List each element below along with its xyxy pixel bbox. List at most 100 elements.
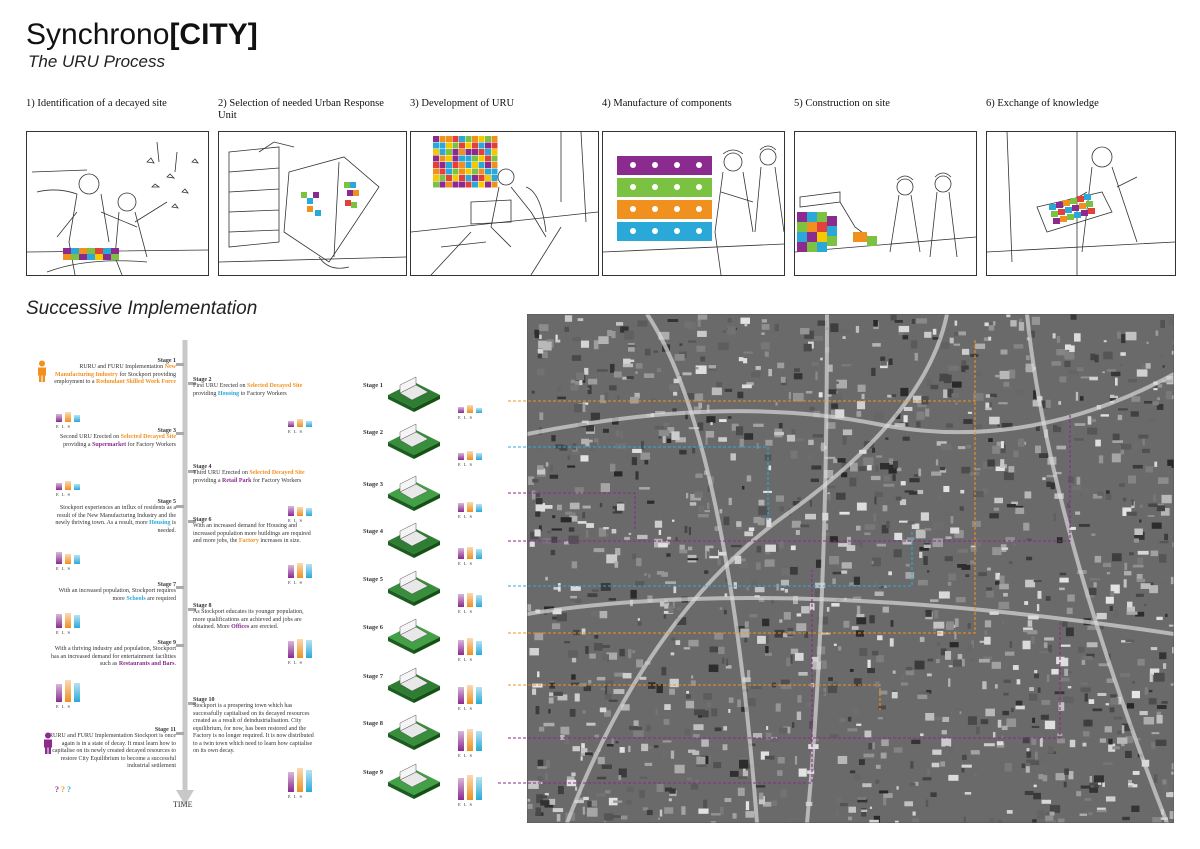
- map-block: [690, 783, 699, 790]
- map-block: [850, 462, 858, 472]
- map-block: [1152, 401, 1159, 406]
- map-block: [970, 750, 980, 755]
- map-block: [615, 741, 619, 744]
- map-block: [877, 717, 883, 720]
- map-block: [878, 705, 887, 710]
- map-block: [903, 406, 913, 412]
- map-block: [570, 384, 579, 391]
- map-block: [957, 446, 966, 450]
- map-block: [701, 739, 709, 747]
- map-block: [827, 485, 836, 489]
- map-block: [744, 433, 754, 440]
- map-block: [1022, 737, 1030, 744]
- map-block: [636, 659, 644, 668]
- map-block: [762, 801, 772, 807]
- iso-building-6: [388, 618, 440, 654]
- map-block: [812, 335, 824, 341]
- map-block: [570, 595, 577, 599]
- map-block: [604, 693, 612, 700]
- map-block: [771, 597, 774, 604]
- map-block: [958, 331, 966, 336]
- map-block: [730, 453, 736, 461]
- map-block: [996, 441, 1002, 449]
- map-block: [607, 329, 612, 337]
- map-block: [1088, 812, 1093, 816]
- stage-description: As Stockport educates its younger popula…: [193, 609, 315, 632]
- map-block: [789, 566, 798, 575]
- map-block: [903, 714, 911, 720]
- els-bar: [458, 640, 464, 655]
- stage-text-part: to Factory Workers: [239, 390, 287, 397]
- els-label: ELS: [288, 518, 305, 523]
- map-block: [1098, 663, 1110, 667]
- map-block: [1004, 762, 1013, 772]
- map-block: [1110, 591, 1115, 597]
- map-block: [1162, 663, 1167, 669]
- map-block: [794, 756, 798, 765]
- map-block: [679, 544, 685, 554]
- map-block: [616, 503, 625, 511]
- map-block: [1169, 811, 1174, 819]
- map-block: [1117, 414, 1123, 421]
- map-block: [690, 680, 696, 686]
- map-block: [993, 507, 1000, 511]
- map-block: [676, 607, 682, 611]
- map-block: [839, 511, 850, 515]
- els-bar: [297, 768, 303, 792]
- map-block: [780, 679, 790, 685]
- map-block: [1077, 646, 1085, 653]
- map-block: [852, 707, 859, 716]
- map-block: [714, 727, 722, 732]
- map-block: [673, 378, 680, 384]
- map-block: [612, 509, 616, 512]
- map-block: [645, 746, 653, 749]
- map-block: [724, 797, 732, 803]
- els-label: ELS: [458, 706, 475, 711]
- map-block: [555, 334, 558, 343]
- map-block: [1023, 522, 1030, 531]
- map-block: [861, 809, 868, 813]
- map-block: [1002, 710, 1009, 716]
- map-block: [694, 491, 704, 498]
- section-title: Successive Implementation: [26, 298, 258, 319]
- map-block: [719, 806, 724, 815]
- map-block: [996, 741, 1004, 746]
- map-block: [795, 530, 800, 535]
- map-block: [579, 479, 584, 484]
- map-block: [1093, 582, 1097, 588]
- map-block: [606, 654, 609, 663]
- map-block: [709, 742, 718, 747]
- map-block: [633, 726, 643, 733]
- map-block: [909, 478, 920, 483]
- map-block: [580, 756, 583, 761]
- map-block: [584, 367, 589, 375]
- connector-line-4: [508, 415, 1071, 542]
- map-block: [1155, 330, 1159, 336]
- map-block: [1096, 612, 1107, 620]
- map-block: [1125, 639, 1135, 643]
- map-block: [1031, 316, 1041, 325]
- map-block: [1146, 341, 1149, 345]
- map-block: [656, 368, 662, 373]
- map-block: [942, 510, 954, 515]
- map-block: [891, 691, 898, 699]
- els-bar: [56, 552, 62, 564]
- map-block: [1110, 584, 1120, 594]
- title-plain: Synchrono: [26, 18, 170, 51]
- map-block: [932, 538, 944, 548]
- map-block: [930, 792, 937, 797]
- map-block: [686, 694, 691, 699]
- els-letter: L: [463, 462, 470, 467]
- map-block: [655, 410, 666, 415]
- map-block: [1034, 751, 1038, 760]
- map-block: [1003, 679, 1011, 684]
- map-block: [1080, 376, 1092, 379]
- els-letter: L: [61, 630, 68, 635]
- map-block: [656, 571, 665, 575]
- els-bar: [458, 687, 464, 704]
- map-block: [1000, 441, 1004, 449]
- map-block: [566, 779, 577, 787]
- map-block: [695, 367, 699, 370]
- map-block: [692, 447, 696, 454]
- map-block: [527, 604, 532, 612]
